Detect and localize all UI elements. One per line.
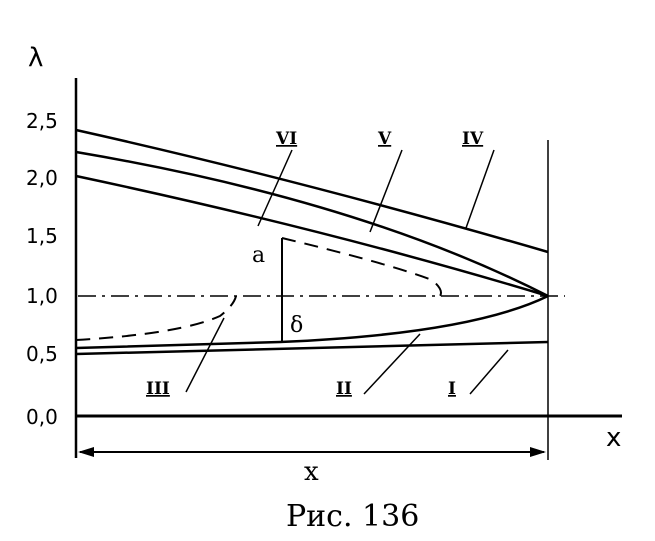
leader-i — [469, 349, 509, 395]
y-axis-label: λ — [28, 43, 43, 73]
label-a: a — [252, 243, 265, 268]
curve-iii-dashed — [281, 237, 442, 297]
curve-vi — [75, 174, 549, 298]
y-tick-label: 2,0 — [26, 166, 58, 190]
y-tick-label: 0,0 — [26, 405, 58, 429]
curve-label-ii: II — [336, 379, 352, 399]
leader-iii — [185, 317, 225, 393]
y-tick-label: 1,5 — [26, 224, 58, 248]
dimension-arrow-right — [530, 447, 546, 457]
label-delta: δ — [290, 313, 303, 338]
curve-iii-dashed-lower — [75, 295, 237, 341]
curve-label-iii: III — [146, 379, 170, 399]
figure-caption: Рис. 136 — [286, 499, 419, 534]
curve-ii — [75, 294, 549, 350]
dimension-arrow-left — [78, 447, 94, 457]
curve-label-iv: IV — [462, 129, 484, 149]
dimension-label: x — [304, 457, 319, 487]
y-tick-label: 0,5 — [26, 342, 58, 366]
leader-vi — [257, 149, 293, 227]
y-tick-label: 2,5 — [26, 109, 58, 133]
curve-i — [75, 340, 549, 356]
leader-ii — [363, 333, 421, 395]
x-axis-label: x — [606, 423, 621, 453]
curve-v — [75, 150, 549, 298]
leader-v — [369, 149, 403, 233]
curve-label-i: I — [448, 379, 456, 399]
y-tick-label: 1,0 — [26, 284, 58, 308]
curve-iv — [75, 128, 549, 254]
curve-label-vi: VI — [275, 129, 297, 149]
curve-label-v: V — [377, 129, 392, 149]
leader-iv — [465, 149, 495, 229]
